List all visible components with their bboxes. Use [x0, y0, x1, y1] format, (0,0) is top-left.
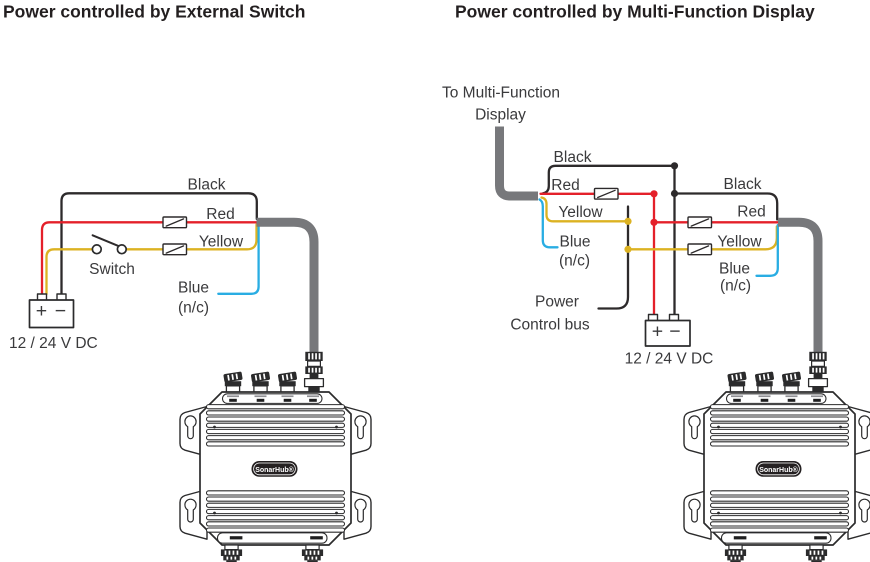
mfd-black-wire-label: Black — [554, 149, 592, 166]
device-blue-wire-label: Blue — [719, 261, 750, 278]
black-junction-dot — [670, 162, 679, 170]
mfd-blue-nc-label: (n/c) — [559, 253, 590, 270]
left-sonar-module — [179, 350, 372, 562]
device-black-wire-label: Black — [724, 176, 762, 193]
black-junction-dot — [670, 189, 679, 198]
mfd-cable — [495, 126, 538, 201]
yellow-wire — [45, 248, 94, 296]
red-wire-label: Red — [206, 206, 234, 223]
power-cable — [256, 217, 319, 353]
mfd-blue-wire — [538, 198, 559, 249]
device-red-wire-label: Red — [737, 204, 765, 221]
battery-body — [28, 299, 75, 329]
battery: + − — [644, 313, 691, 347]
bus-label-line2: Control bus — [510, 317, 590, 334]
fuse-yellow — [162, 243, 188, 256]
fuse-device-red — [687, 216, 713, 229]
mfd-red-wire-label: Red — [551, 177, 579, 194]
switch-contact — [116, 244, 128, 255]
right-sonar-module — [683, 350, 870, 562]
right-device-brand-label: SonarHub® — [759, 466, 798, 474]
left-device-brand-label: SonarHub® — [255, 466, 294, 474]
right-diagram: Power controlled by Multi-Function Displ… — [442, 2, 870, 562]
bus-label-line1: Power — [535, 294, 579, 311]
fuse-red — [162, 216, 188, 229]
device-yellow-wire-label: Yellow — [717, 234, 762, 251]
switch-symbol — [91, 234, 128, 255]
battery-plus-sign: + — [36, 300, 47, 322]
fuse-device-yellow — [687, 243, 713, 256]
mfd-cable-label-line1: To Multi-Function — [442, 85, 560, 102]
red-junction-dot — [650, 190, 658, 198]
fuse-mfd-red — [593, 187, 619, 200]
switch-contact — [91, 244, 103, 255]
battery-plus-sign: + — [652, 321, 663, 343]
blue-wire-label: Blue — [178, 280, 209, 297]
black-wire-label: Black — [188, 177, 226, 194]
battery: + − — [28, 293, 75, 329]
mfd-yellow-wire-label: Yellow — [558, 204, 603, 221]
mfd-yellow-wire — [540, 196, 630, 223]
red-wire — [40, 221, 258, 296]
left-diagram: Power controlled by External Switch — [3, 2, 372, 562]
switch-lever — [91, 234, 121, 248]
mfd-blue-wire-label: Blue — [559, 234, 590, 251]
battery-voltage-label: 12 / 24 V DC — [625, 351, 714, 368]
device-blue-nc-label: (n/c) — [720, 278, 751, 295]
black-wire — [60, 192, 258, 296]
battery-minus-sign: − — [55, 300, 66, 322]
yellow-junction-dot — [624, 217, 632, 225]
switch-label: Switch — [89, 261, 135, 278]
battery-body — [644, 319, 691, 347]
red-junction-dot — [650, 218, 658, 226]
left-diagram-title: Power controlled by External Switch — [3, 2, 305, 22]
yellow-wire-label: Yellow — [199, 233, 244, 250]
device-blue-wire — [755, 223, 779, 277]
power-cable — [778, 217, 823, 353]
yellow-junction-dot — [624, 245, 632, 253]
mfd-black-wire — [541, 164, 676, 195]
mfd-cable-label-line2: Display — [475, 107, 526, 124]
battery-voltage-label: 12 / 24 V DC — [9, 335, 98, 352]
yellow-wire — [125, 223, 258, 251]
blue-wire — [217, 223, 260, 295]
device-black-wire — [673, 192, 779, 221]
right-diagram-title: Power controlled by Multi-Function Displ… — [455, 2, 815, 22]
blue-nc-label: (n/c) — [178, 300, 209, 317]
power-control-bus-line — [597, 205, 630, 310]
battery-minus-sign: − — [669, 321, 680, 343]
